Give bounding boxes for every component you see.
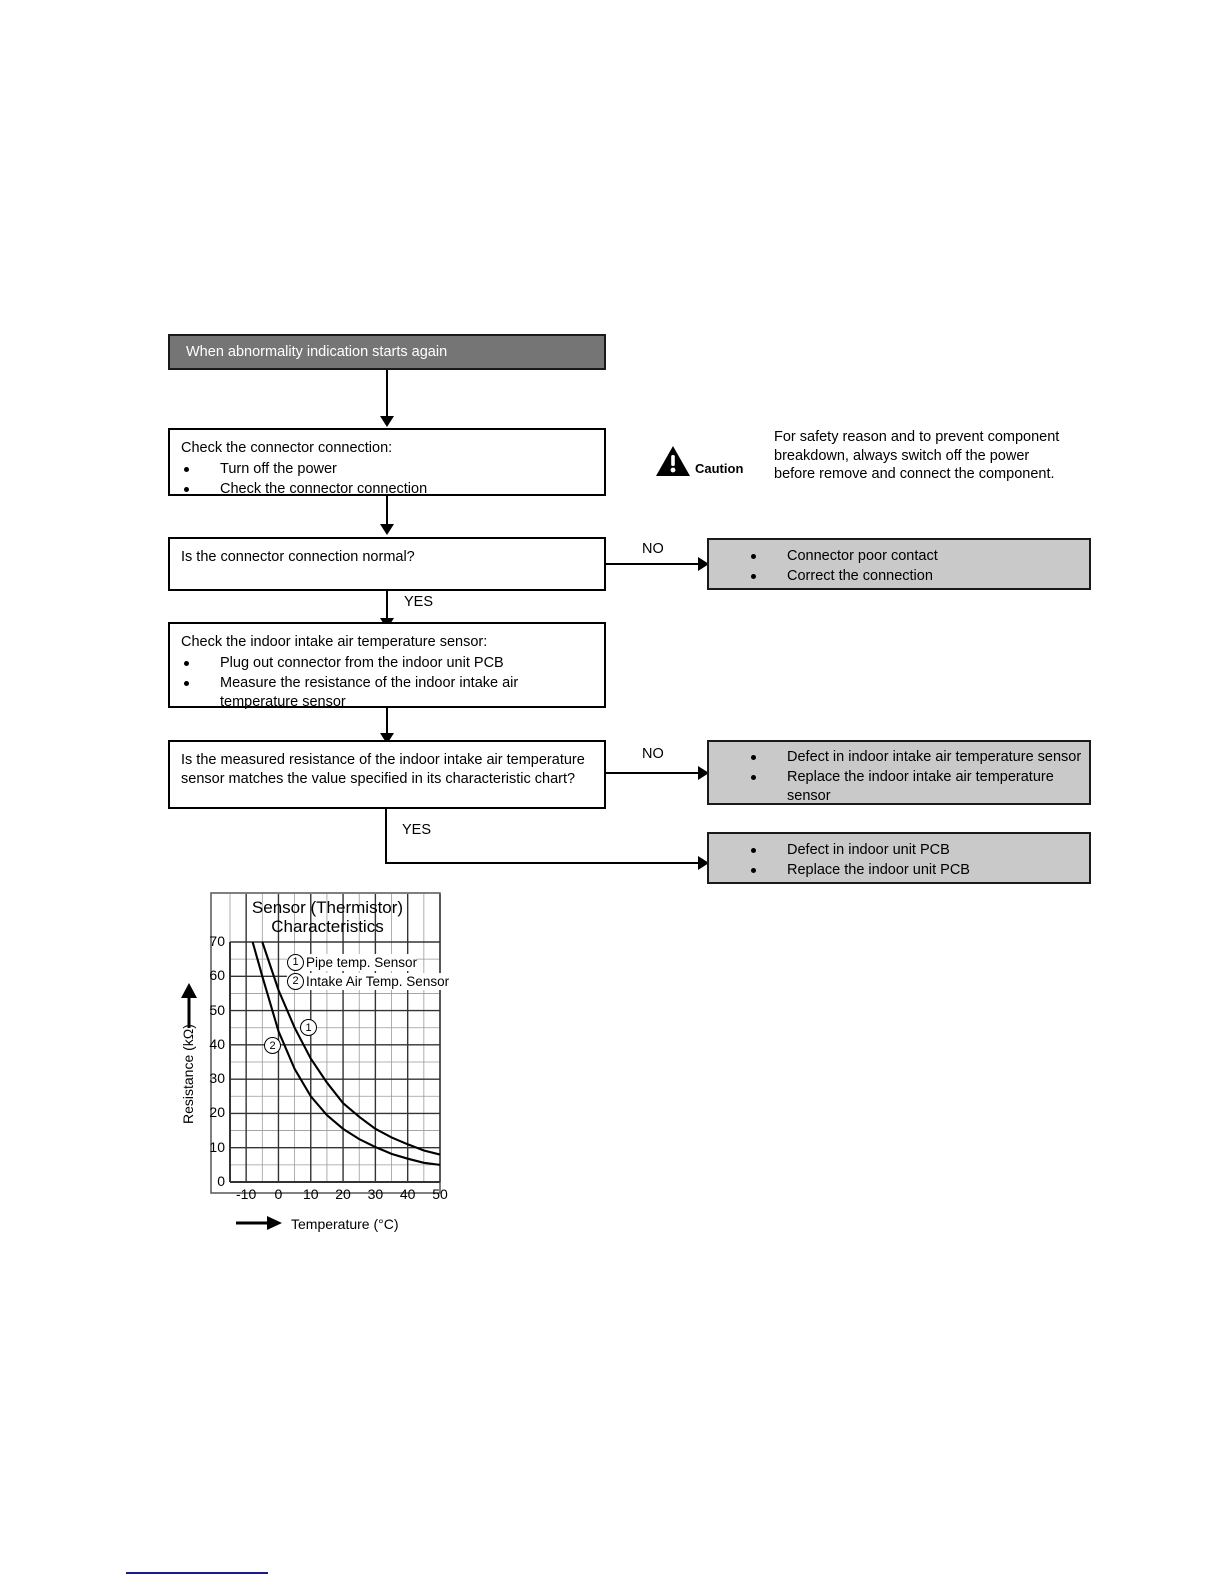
result-bullet-list: Connector poor contact Correct the conne… (709, 540, 1089, 586)
legend-marker-1: 1 (287, 954, 304, 971)
chart-title: Sensor (Thermistor) Characteristics (251, 898, 404, 936)
arrow-right-icon (698, 856, 709, 870)
bullet-item: Connector poor contact (709, 547, 1089, 566)
chart-curve-1 (261, 941, 441, 1156)
connector-no-2 (606, 772, 702, 774)
decision-connector-normal: Is the connector connection normal? (168, 537, 606, 591)
x-tick-label: 20 (335, 1186, 351, 1202)
connector-yes-2-vertical (385, 809, 387, 864)
arrow-down-icon (380, 524, 394, 535)
x-tick-label: 40 (399, 1186, 416, 1202)
step-bullet-list: Turn off the power Check the connector c… (170, 458, 604, 499)
y-tick-label: 50 (209, 1001, 225, 1018)
caution-label: Caution (695, 461, 744, 476)
connector-yes-1 (386, 591, 388, 621)
x-tick-label: 50 (432, 1186, 448, 1202)
edge-label-no-1: NO (642, 541, 664, 557)
legend-label-1: Pipe temp. Sensor (306, 955, 418, 970)
bullet-item: Correct the connection (709, 567, 1089, 586)
step-bullet-list: Plug out connector from the indoor unit … (170, 652, 604, 712)
connector-header-to-step1 (386, 370, 388, 418)
arrow-down-icon (380, 733, 394, 744)
x-tick-label: 10 (302, 1186, 319, 1202)
x-tick-label: 30 (367, 1186, 384, 1202)
arrow-down-icon (380, 416, 394, 427)
chart-plot-area (210, 892, 441, 1194)
bullet-item: Plug out connector from the indoor unit … (170, 654, 604, 673)
chart-legend-item-1: 1 Pipe temp. Sensor (287, 954, 418, 971)
bullet-item: Measure the resistance of the indoor int… (170, 674, 604, 712)
bullet-item: Defect in indoor intake air temperature … (709, 748, 1089, 767)
connector-no-1 (606, 563, 702, 565)
step-check-sensor: Check the indoor intake air temperature … (168, 622, 606, 710)
flowchart-header-bar: When abnormality indication starts again (168, 334, 606, 370)
bullet-item: Replace the indoor unit PCB (709, 861, 1089, 880)
y-tick-label: 10 (209, 1138, 225, 1155)
curve-tag-1: 1 (300, 1019, 317, 1036)
result-connector-poor-contact: Connector poor contact Correct the conne… (707, 538, 1091, 590)
chart-legend-item-2: 2 Intake Air Temp. Sensor (287, 973, 450, 990)
arrow-right-icon (698, 766, 709, 780)
x-axis-label: Temperature (°C) (291, 1216, 399, 1232)
curve-tag-2: 2 (264, 1037, 281, 1054)
x-tick-label: 0 (274, 1186, 283, 1202)
caution-icon-row: Caution (655, 445, 743, 477)
edge-label-no-2: NO (642, 746, 664, 762)
y-tick-label: 60 (209, 967, 225, 984)
result-bullet-list: Defect in indoor unit PCB Replace the in… (709, 834, 1089, 880)
step-title: Check the indoor intake air temperature … (181, 634, 488, 650)
caution-note: Caution For safety reason and to prevent… (655, 425, 1085, 495)
edge-label-yes-2: YES (402, 822, 432, 838)
result-sensor-defect: Defect in indoor intake air temperature … (707, 740, 1091, 805)
right-arrow-icon (236, 1216, 282, 1230)
result-pcb-defect: Defect in indoor unit PCB Replace the in… (707, 832, 1091, 884)
step-check-connector: Check the connector connection: Turn off… (168, 428, 606, 499)
caution-text: For safety reason and to prevent compone… (774, 429, 1060, 482)
decision-resistance-matches: Is the measured resistance of the indoor… (168, 740, 606, 809)
up-arrow-icon (181, 983, 197, 1028)
bullet-item: Check the connector connection (170, 480, 604, 499)
flowchart-header-label: When abnormality indication starts again (186, 343, 448, 360)
bullet-item: Replace the indoor intake air temperatur… (709, 768, 1089, 806)
y-axis-label: Resistance (kΩ) (180, 1024, 196, 1124)
y-tick-label: 20 (209, 1104, 225, 1121)
sensor-characteristics-chart: Resistance (kΩ) Sensor (Thermistor) Char… (160, 890, 480, 1240)
result-bullet-list: Defect in indoor intake air temperature … (709, 742, 1089, 806)
y-tick-label: 40 (209, 1035, 225, 1052)
connector-yes-2-horizontal (385, 862, 702, 864)
legend-label-2: Intake Air Temp. Sensor (306, 974, 450, 989)
footer-rule (126, 1572, 268, 1574)
bullet-item: Defect in indoor unit PCB (709, 841, 1089, 860)
legend-marker-2: 2 (287, 973, 304, 990)
y-tick-label: 30 (209, 1070, 225, 1087)
bullet-item: Turn off the power (170, 460, 604, 479)
connector-step1-to-decision1 (386, 496, 388, 526)
edge-label-yes-1: YES (404, 594, 434, 610)
decision-title: Is the measured resistance of the indoor… (181, 752, 585, 787)
connector-step2-to-decision2 (386, 708, 388, 735)
step-title: Check the connector connection: (181, 440, 393, 456)
decision-title: Is the connector connection normal? (181, 549, 415, 565)
y-tick-label: 70 (209, 933, 225, 949)
warning-triangle-icon (656, 446, 690, 476)
arrow-right-icon (698, 557, 709, 571)
y-tick-label: 0 (217, 1173, 225, 1189)
x-tick-label: -10 (236, 1186, 257, 1202)
chart-curve-2 (251, 941, 441, 1166)
